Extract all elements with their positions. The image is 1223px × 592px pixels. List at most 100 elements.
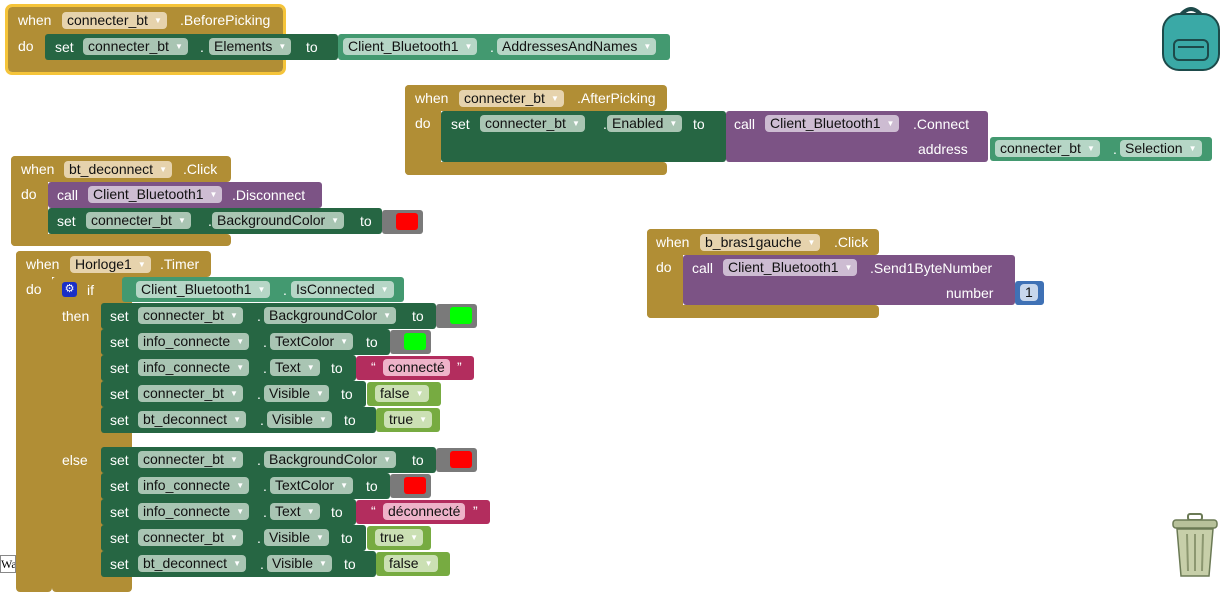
property-dropdown[interactable]: Visible▼ (267, 555, 332, 572)
dropdown-arrow-icon[interactable]: ▼ (340, 481, 349, 490)
dropdown-arrow-icon[interactable]: ▼ (233, 415, 241, 424)
component-dropdown[interactable]: b_bras1gauche▼ (700, 234, 821, 251)
component-dropdown[interactable]: connecter_bt▼ (86, 212, 191, 229)
component-dropdown[interactable]: connecter_bt▼ (83, 38, 188, 55)
dropdown-arrow-icon[interactable]: ▼ (257, 285, 266, 294)
boolean-dropdown[interactable]: false▼ (375, 385, 429, 402)
property-dropdown[interactable]: Selection▼ (1120, 140, 1202, 157)
dropdown-arrow-icon[interactable]: ▼ (236, 507, 245, 516)
dropdown-arrow-icon[interactable]: ▼ (886, 119, 895, 128)
dropdown-arrow-icon[interactable]: ▼ (383, 311, 392, 320)
component-dropdown[interactable]: Client_Bluetooth1▼ (765, 115, 900, 132)
dropdown-arrow-icon[interactable]: ▼ (177, 216, 186, 225)
property-dropdown-text: Text (275, 503, 301, 519)
property-dropdown[interactable]: Enabled▼ (607, 115, 683, 132)
component-dropdown[interactable]: connecter_bt▼ (138, 385, 243, 402)
dropdown-arrow-icon[interactable]: ▼ (319, 559, 327, 568)
property-dropdown[interactable]: Text ▼ (270, 503, 320, 520)
component-dropdown[interactable]: bt_deconnect▼ (138, 411, 246, 428)
dropdown-arrow-icon[interactable]: ▼ (316, 533, 324, 542)
dropdown-arrow-icon[interactable]: ▼ (383, 455, 392, 464)
property-dropdown[interactable]: Visible▼ (264, 385, 329, 402)
component-dropdown[interactable]: connecter_bt▼ (138, 451, 243, 468)
warning-indicator[interactable]: Wa (0, 555, 16, 573)
dropdown-arrow-icon[interactable]: ▼ (278, 42, 287, 51)
component-dropdown[interactable]: bt_deconnect▼ (138, 555, 246, 572)
dropdown-arrow-icon[interactable]: ▼ (236, 481, 245, 490)
quote-open: “ (371, 503, 376, 519)
dropdown-arrow-icon[interactable]: ▼ (464, 42, 473, 51)
backpack-icon[interactable] (1160, 2, 1222, 72)
dropdown-arrow-icon[interactable]: ▼ (410, 533, 419, 542)
dropdown-arrow-icon[interactable]: ▼ (550, 94, 559, 103)
property-dropdown[interactable]: TextColor▼ (270, 333, 354, 350)
component-dropdown[interactable]: bt_deconnect▼ (64, 161, 172, 178)
property-dropdown[interactable]: Text▼ (270, 359, 320, 376)
component-dropdown[interactable]: connecter_bt▼ (138, 307, 243, 324)
dropdown-arrow-icon[interactable]: ▼ (153, 16, 162, 25)
component-dropdown[interactable]: connecter_bt▼ (138, 529, 243, 546)
component-dropdown[interactable]: connecter_bt ▼ (62, 12, 167, 29)
dropdown-arrow-icon[interactable]: ▼ (1086, 144, 1095, 153)
mutator-gear-icon[interactable]: ⚙ (62, 282, 77, 297)
dropdown-arrow-icon[interactable]: ▼ (229, 389, 238, 398)
dropdown-arrow-icon[interactable]: ▼ (419, 415, 428, 424)
dropdown-arrow-icon[interactable]: ▼ (340, 337, 349, 346)
property-dropdown[interactable]: TextColor▼ (270, 477, 354, 494)
component-dropdown[interactable]: connecter_bt▼ (459, 90, 564, 107)
dropdown-arrow-icon[interactable]: ▼ (1188, 144, 1197, 153)
event-name: .Click (183, 161, 218, 177)
property-dropdown[interactable]: BackgroundColor▼ (264, 451, 397, 468)
component-dropdown[interactable]: Client_Bluetooth1▼ (88, 186, 223, 203)
property-dropdown[interactable]: IsConnected▼ (291, 281, 394, 298)
dropdown-arrow-icon[interactable]: ▼ (844, 263, 853, 272)
property-dropdown[interactable]: Visible▼ (267, 411, 332, 428)
dropdown-arrow-icon[interactable]: ▼ (229, 455, 238, 464)
component-dropdown[interactable]: info_connecte▼ (138, 477, 250, 494)
property-dropdown[interactable]: Elements▼ (209, 38, 292, 55)
property-dropdown[interactable]: BackgroundColor▼ (212, 212, 345, 229)
dropdown-arrow-icon[interactable]: ▼ (137, 260, 146, 269)
component-dropdown[interactable]: Client_Bluetooth1▼ (136, 281, 271, 298)
dropdown-arrow-icon[interactable]: ▼ (229, 311, 238, 320)
text-value[interactable]: connecté (383, 359, 450, 376)
boolean-dropdown[interactable]: true▼ (375, 529, 424, 546)
component-dropdown[interactable]: Horloge1▼ (70, 256, 151, 273)
dropdown-arrow-icon[interactable]: ▼ (229, 533, 238, 542)
dropdown-arrow-icon[interactable]: ▼ (306, 363, 315, 372)
number-value[interactable]: 1 (1020, 284, 1038, 301)
dropdown-arrow-icon[interactable]: ▼ (306, 507, 315, 516)
dropdown-arrow-icon[interactable]: ▼ (236, 337, 245, 346)
dropdown-arrow-icon[interactable]: ▼ (331, 216, 340, 225)
text-value[interactable]: déconnecté (383, 503, 466, 520)
dropdown-arrow-icon[interactable]: ▼ (209, 190, 218, 199)
dropdown-arrow-icon[interactable]: ▼ (159, 165, 167, 174)
dropdown-arrow-icon[interactable]: ▼ (236, 363, 245, 372)
dropdown-arrow-icon[interactable]: ▼ (316, 389, 324, 398)
dropdown-arrow-icon[interactable]: ▼ (380, 285, 389, 294)
component-dropdown[interactable]: info_connecte▼ (138, 333, 250, 350)
property-dropdown[interactable]: AddressesAndNames▼ (497, 38, 657, 55)
dropdown-arrow-icon[interactable]: ▼ (174, 42, 183, 51)
dropdown-arrow-icon[interactable]: ▼ (424, 559, 433, 568)
dropdown-arrow-icon[interactable]: ▼ (807, 238, 816, 247)
component-dropdown[interactable]: connecter_bt▼ (480, 115, 585, 132)
component-dropdown[interactable]: connecter_bt▼ (995, 140, 1100, 157)
dropdown-arrow-icon[interactable]: ▼ (669, 119, 678, 128)
boolean-dropdown[interactable]: true▼ (384, 411, 433, 428)
component-dropdown[interactable]: info_connecte▼ (138, 359, 250, 376)
dropdown-arrow-icon[interactable]: ▼ (233, 559, 241, 568)
property-dropdown[interactable]: Visible▼ (264, 529, 329, 546)
trash-icon[interactable] (1170, 512, 1220, 578)
boolean-dropdown[interactable]: false▼ (384, 555, 438, 572)
dropdown-arrow-icon[interactable]: ▼ (571, 119, 580, 128)
dropdown-arrow-icon[interactable]: ▼ (415, 389, 424, 398)
component-dropdown[interactable]: Client_Bluetooth1▼ (343, 38, 478, 55)
component-dropdown[interactable]: Client_Bluetooth1▼ (723, 259, 858, 276)
dropdown-arrow-icon[interactable]: ▼ (643, 42, 652, 51)
component-dropdown[interactable]: info_connecte▼ (138, 503, 250, 520)
property-dropdown[interactable]: BackgroundColor▼ (264, 307, 397, 324)
component-dropdown-text: connecter_bt (67, 12, 148, 28)
dropdown-arrow-icon[interactable]: ▼ (319, 415, 327, 424)
